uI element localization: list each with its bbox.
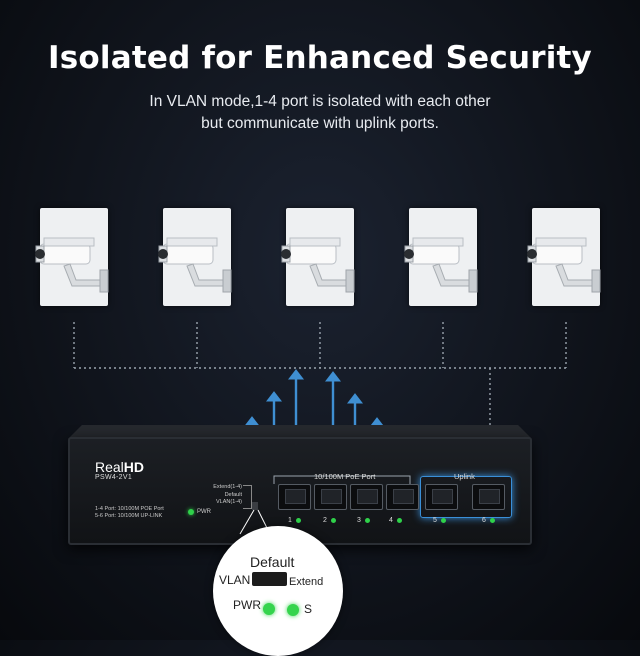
ethernet-port-1[interactable] <box>278 484 311 510</box>
switch-top-edge <box>68 425 532 439</box>
poe-port-group-label: 10/100M PoE Port <box>314 472 376 481</box>
ethernet-port-2[interactable] <box>314 484 347 510</box>
power-led <box>188 509 194 515</box>
port-led-4 <box>397 518 402 523</box>
mode-default-label: Default <box>224 491 242 498</box>
zoom-vlan-label: VLAN <box>219 573 251 587</box>
port-number-5: 5 <box>433 517 437 524</box>
zoom-power-led <box>263 603 275 615</box>
security-camera-icon <box>404 237 478 293</box>
port-led-2 <box>331 518 336 523</box>
zoom-default-label: Default <box>250 554 295 570</box>
port-led-5 <box>441 518 446 523</box>
zoom-callout: Default VLAN Extend PWR S <box>213 526 343 656</box>
uplink-highlight <box>420 476 512 518</box>
subtitle-line-1: In VLAN mode,1-4 port is isolated with e… <box>149 93 491 110</box>
mode-vlan-label: VLAN(1-4) <box>216 499 242 505</box>
zoom-status-led <box>287 604 299 616</box>
ethernet-port-3[interactable] <box>350 484 383 510</box>
camera-card-3 <box>281 208 355 306</box>
camera-card-5 <box>527 208 601 306</box>
page-title: Isolated for Enhanced Security <box>48 40 592 76</box>
zoom-s-label: S <box>304 602 313 616</box>
ethernet-port-5[interactable] <box>425 484 458 510</box>
uplink-group-label: Uplink <box>454 472 475 481</box>
port-number-1: 1 <box>288 517 292 524</box>
zoom-extend-label: Extend <box>289 576 324 588</box>
camera-card-1 <box>35 208 109 306</box>
port-number-4: 4 <box>389 517 393 524</box>
camera-card-4 <box>404 208 478 306</box>
zoom-mode-switch[interactable] <box>252 572 287 586</box>
security-camera-icon <box>35 237 109 293</box>
mode-extend-label: Extend(1-4) <box>213 484 242 490</box>
zoom-pwr-label: PWR <box>233 598 261 612</box>
mode-labels: Extend(1-4) Default VLAN(1-4) <box>206 484 242 507</box>
subtitle-line-2: but communicate with uplink ports. <box>201 115 439 132</box>
port-number-2: 2 <box>323 517 327 524</box>
port-number-3: 3 <box>357 517 361 524</box>
page-subtitle: In VLAN mode,1-4 port is isolated with e… <box>0 91 640 135</box>
power-label: PWR <box>197 509 211 515</box>
ethernet-port-4[interactable] <box>386 484 419 510</box>
mode-dip-switch[interactable] <box>252 502 258 510</box>
model-number: PSW4-2V1 <box>95 474 133 481</box>
port-group-bracket <box>273 475 411 484</box>
port-led-1 <box>296 518 301 523</box>
security-camera-icon <box>527 237 601 293</box>
port-led-3 <box>365 518 370 523</box>
port-led-6 <box>490 518 495 523</box>
brand-logo: RealHD <box>95 459 145 475</box>
security-camera-icon <box>158 237 232 293</box>
port-number-6: 6 <box>482 517 486 524</box>
camera-card-2 <box>158 208 232 306</box>
ethernet-port-6[interactable] <box>472 484 505 510</box>
security-camera-icon <box>281 237 355 293</box>
port-spec-text: 1-4 Port: 10/100M POE Port 5-6 Port: 10/… <box>95 506 164 519</box>
mode-bracket <box>243 485 252 509</box>
